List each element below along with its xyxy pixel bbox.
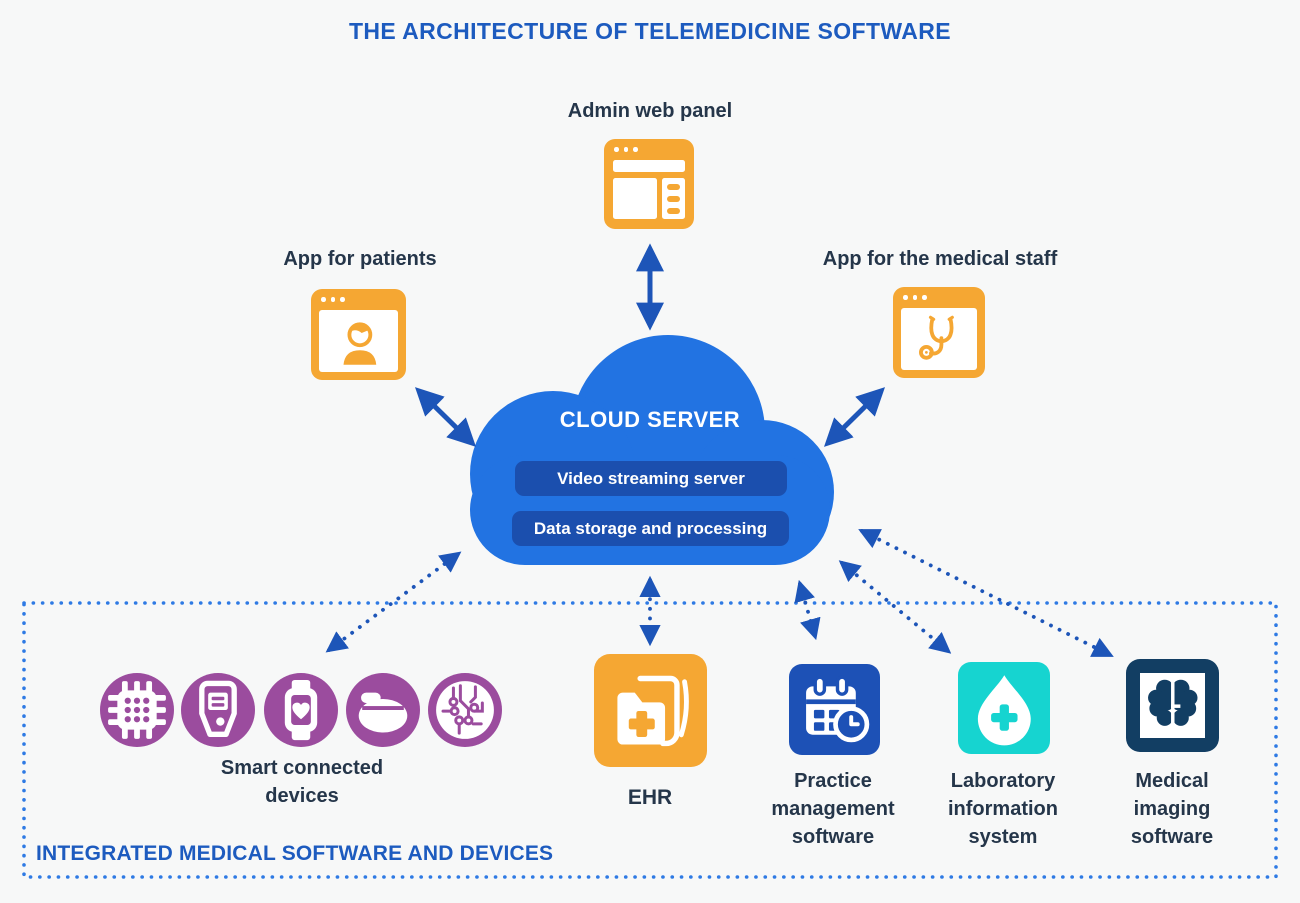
circuit-board-icon [436,681,494,739]
laboratory-system-icon [958,662,1050,754]
smartwatch-icon [284,679,318,741]
smart-device-5 [428,673,502,747]
admin-panel-label: Admin web panel [567,100,733,122]
glucose-meter-icon [199,680,237,737]
ehr-label: EHR [627,786,673,809]
diagram-title: THE ARCHITECTURE OF TELEMEDICINE SOFTWAR… [348,18,952,44]
browser-content-icon [613,178,657,219]
arrow-staff-cloud [824,387,885,447]
laboratory-system-label: Laboratory information system [948,770,1058,848]
arrow-patients-cloud [415,387,476,447]
medical-imaging-icon [1126,659,1219,752]
staff-app-icon [893,287,985,378]
arrow-imaging-cloud [858,529,1114,657]
health-monitor-icon [358,692,408,733]
browser-sidebar-icon [662,178,685,219]
medical-imaging-label: Medical imaging software [1130,770,1214,848]
smart-device-2 [181,673,255,747]
patients-app-label: App for patients [283,248,437,270]
data-storage-badge: Data storage and processing [512,511,789,546]
medical-folder-icon [616,675,689,746]
calendar-clock-icon [805,675,869,742]
staff-app-label: App for the medical staff [822,248,1058,270]
arrow-practice-cloud [794,579,821,641]
microchip-icon [108,681,166,739]
patient-avatar-icon [343,322,376,365]
window-dots-icon [321,297,345,302]
ehr-icon [594,654,707,767]
practice-management-icon [789,664,880,755]
browser-toolbar-icon [613,160,685,172]
integration-zone-label: INTEGRATED MEDICAL SOFTWARE AND DEVICES [36,842,554,865]
smart-device-3 [264,673,338,747]
smart-device-1 [100,673,174,747]
arrow-devices-cloud [325,551,462,653]
window-dots-icon [903,295,927,300]
practice-management-label: Practice management software [771,770,895,848]
admin-panel-icon [604,139,694,229]
brain-icon [1147,676,1198,730]
arrow-laboratory-cloud [838,560,952,654]
patients-app-icon [311,289,406,380]
video-streaming-server-badge: Video streaming server [515,461,787,496]
smart-device-4 [346,673,420,747]
smart-devices-label: Smart connected devices [220,757,384,807]
window-dots-icon [614,147,638,152]
cloud-server-label: CLOUD SERVER [559,407,741,432]
stethoscope-icon [919,315,955,360]
droplet-cross-icon [977,674,1031,746]
